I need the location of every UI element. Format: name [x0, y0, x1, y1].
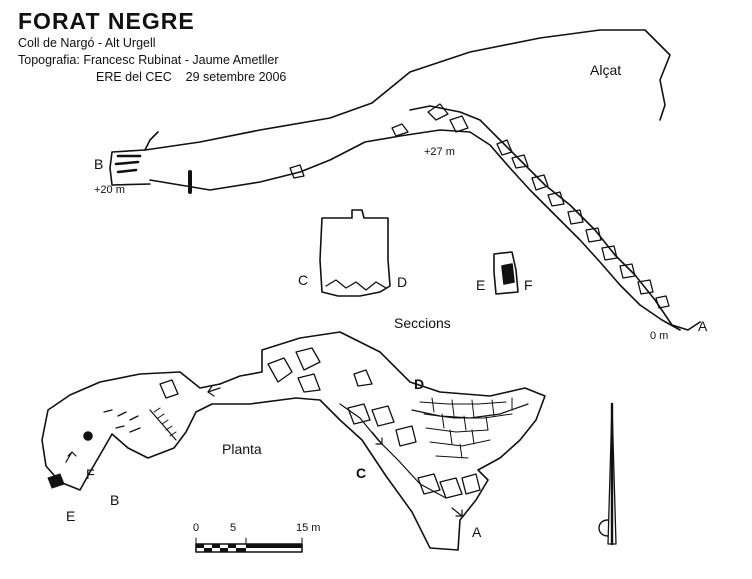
- plan-label-a: A: [472, 524, 482, 540]
- elevation-profile: [109, 29, 701, 331]
- plan-title: Planta: [222, 441, 262, 457]
- sections-title: Seccions: [394, 315, 451, 331]
- elevation-title: Alçat: [590, 62, 622, 78]
- scale-tick-0: 0: [193, 522, 200, 534]
- survey-title: FORAT NEGRE: [18, 8, 195, 34]
- section-label-c: C: [298, 272, 309, 288]
- plan-label-c: C: [356, 465, 367, 481]
- section-label-d: D: [397, 274, 408, 290]
- plan-label-b: B: [110, 492, 120, 508]
- elevation-depth-mid: +27 m: [424, 146, 455, 158]
- plan-label-e: E: [66, 508, 76, 524]
- plan-view: [41, 331, 546, 551]
- section-e-f: [493, 251, 519, 295]
- section-label-f: F: [524, 277, 533, 293]
- survey-credits: ERE del CEC 29 setembre 2006: [96, 70, 287, 84]
- plan-label-d: D: [414, 376, 425, 392]
- scale-tick-15: 15 m: [296, 522, 321, 534]
- plan-label-f: F: [86, 466, 95, 482]
- scale-tick-5: 5: [230, 522, 237, 534]
- section-c-d: [319, 209, 391, 297]
- elevation-label-a: A: [698, 318, 708, 334]
- elevation-label-b: B: [94, 156, 104, 172]
- elevation-depth-b: +20 m: [94, 184, 125, 196]
- survey-location: Coll de Nargó - Alt Urgell: [18, 36, 156, 50]
- survey-topography: Topografia: Francesc Rubinat - Jaume Ame…: [18, 53, 279, 67]
- section-label-e: E: [476, 277, 486, 293]
- north-arrow-icon: [598, 402, 617, 546]
- elevation-depth-a: 0 m: [650, 330, 669, 342]
- scale-bar: [195, 537, 303, 553]
